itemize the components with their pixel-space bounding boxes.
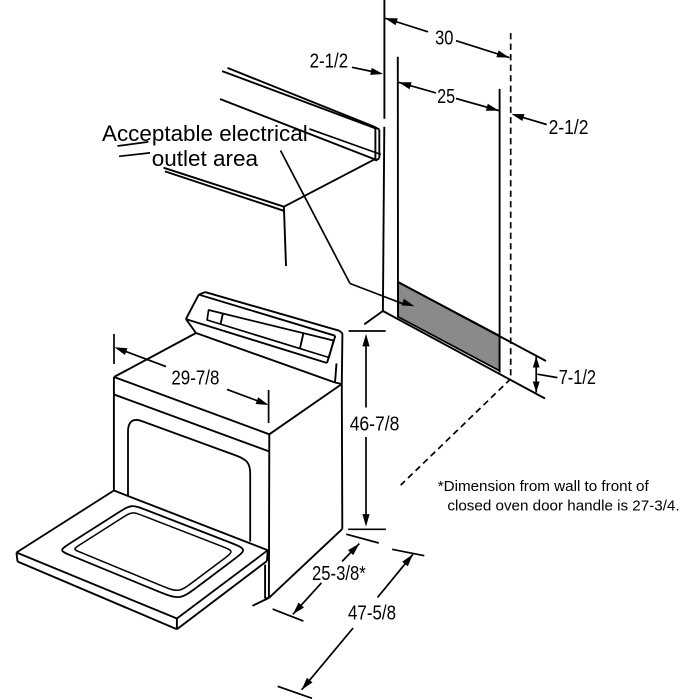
svg-text:2-1/2: 2-1/2 [549,117,589,139]
svg-text:*Dimension from wall to front: *Dimension from wall to front of [438,478,650,495]
svg-text:closed oven door handle is 27-: closed oven door handle is 27-3/4. [447,498,679,515]
svg-text:7-1/2: 7-1/2 [559,367,596,389]
svg-text:Acceptable electrical: Acceptable electrical [102,121,308,146]
svg-text:30: 30 [435,28,453,50]
svg-text:29-7/8: 29-7/8 [171,367,219,389]
svg-text:47-5/8: 47-5/8 [348,602,396,624]
svg-text:2-1/2: 2-1/2 [310,50,349,72]
svg-text:46-7/8: 46-7/8 [350,414,400,436]
svg-text:25: 25 [437,86,455,108]
svg-text:outlet area: outlet area [152,146,259,171]
svg-text:25-3/8*: 25-3/8* [312,563,366,585]
